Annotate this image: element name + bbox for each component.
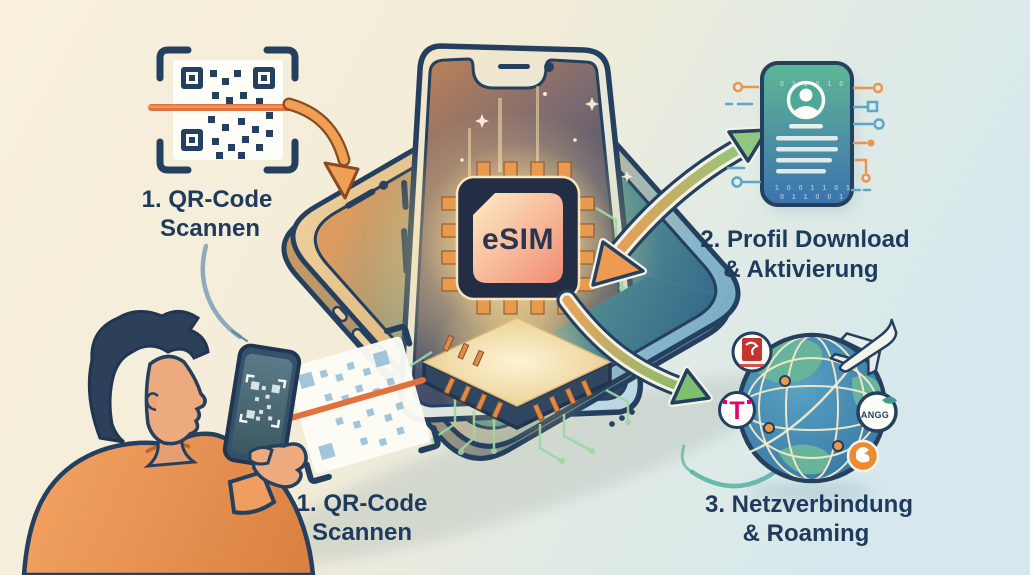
globe-shadow [750, 482, 874, 502]
avatar-shoulders [793, 106, 819, 119]
binary-row-top: 0 1 1 0 1 0 [780, 81, 846, 88]
telekom-logo: T [729, 397, 744, 425]
scanned-qr-modules [297, 350, 405, 461]
network-node-dots [763, 375, 844, 452]
angg-logo: ANGG [861, 410, 889, 420]
arrow-phone-globe-icon [556, 289, 713, 407]
step2-label-line2: & Aktivierung [723, 256, 878, 283]
person-scanning [21, 310, 316, 575]
step1-top-label-line2: Scannen [160, 215, 260, 242]
held-phone-qr [245, 381, 281, 421]
light-rays [468, 86, 539, 182]
qr-frame-brackets [156, 46, 299, 174]
sparkle-icons [460, 92, 633, 183]
held-phone-qr-brackets [238, 373, 287, 429]
profile-card: 0 1 1 0 1 0 1 0 0 1 1 0 1 0 1 1 0 0 1 [724, 61, 885, 212]
avatar-head [799, 88, 813, 102]
esim-chip: eSIM [420, 86, 616, 338]
orbit-swoosh-tail [680, 444, 694, 474]
scan-line-highlight [148, 105, 310, 108]
globe: T ANGG [680, 318, 898, 489]
pedestal-pins [442, 334, 593, 422]
scanned-scan-line [287, 377, 426, 422]
speaker-slit [498, 64, 530, 69]
profile-card-circuit-decor [724, 81, 885, 192]
step1-top-label-line1: 1. QR-Code [142, 186, 273, 213]
esim-chip-label: eSIM [482, 223, 554, 256]
binary-row-bottom2: 0 1 1 0 0 1 [780, 194, 846, 201]
qr-code-top [148, 46, 310, 174]
step2-label-line1: 2. Profil Download [700, 226, 909, 253]
carrier-badge-orange [846, 439, 880, 473]
scan-motion-swoosh [200, 243, 248, 342]
step3-label-line1: 3. Netzverbindung [705, 491, 913, 518]
carrier-badge-telekom: T [718, 391, 756, 429]
person-face [144, 354, 207, 446]
sim-card-face [473, 193, 563, 283]
arrow-qr-to-phone-icon [282, 97, 360, 200]
orbit-swoosh [689, 465, 783, 489]
person-thumb [248, 445, 274, 466]
phone-shadow [262, 376, 778, 564]
held-phone [222, 343, 302, 469]
chip-pins [441, 161, 595, 315]
qr-modules [181, 67, 275, 159]
person-hair [87, 310, 210, 444]
arrow-phone-profile-icon [589, 126, 771, 289]
carrier-badge-red [731, 331, 773, 373]
step1-bottom-label-line1: 1. QR-Code [297, 490, 428, 517]
profile-text-lines [776, 124, 838, 174]
airplane-icon [829, 318, 898, 376]
binary-row-bottom1: 1 0 0 1 1 0 1 [775, 185, 853, 192]
pedestal-top [422, 317, 612, 407]
carrier-badge-angg: ANGG [856, 391, 898, 433]
flight-path [741, 367, 851, 457]
front-camera [544, 62, 554, 72]
step1-bottom-label-line2: Scannen [312, 519, 412, 546]
step-labels: 1. QR-Code Scannen 1. QR-Code Scannen 2.… [142, 186, 913, 547]
step3-label-line2: & Roaming [743, 520, 870, 547]
person-ear [145, 392, 159, 412]
sweater-cuff [227, 469, 277, 515]
